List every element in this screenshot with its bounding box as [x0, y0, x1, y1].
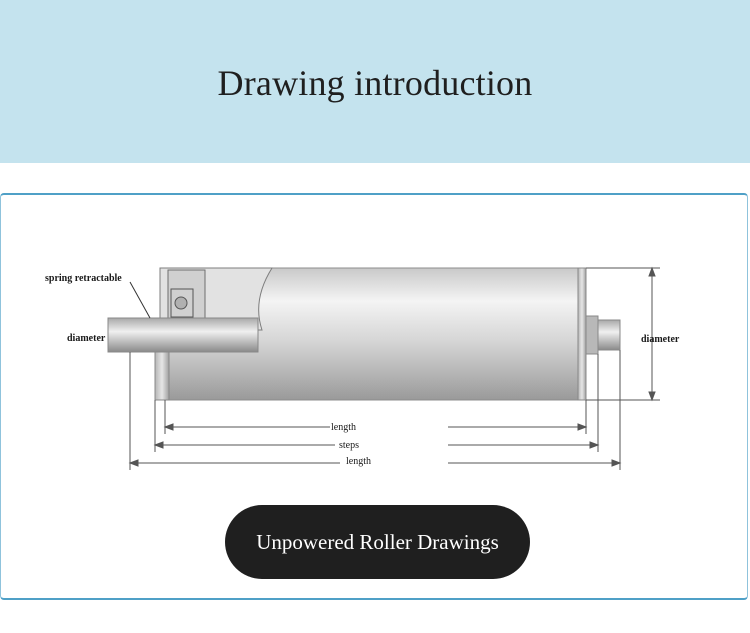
page-title: Drawing introduction: [217, 63, 533, 103]
bearing-ball: [174, 296, 188, 310]
label-spring-retractable: spring retractable: [45, 273, 122, 284]
right-shaft: [585, 315, 599, 355]
label-steps: steps: [339, 440, 359, 451]
left-shaft: [107, 317, 259, 353]
label-diameter-left: diameter: [67, 333, 106, 344]
right-end-cap: [577, 267, 587, 401]
spring-leader-line: [129, 281, 151, 319]
label-diameter-right: diameter: [641, 334, 680, 345]
right-shaft-tip: [597, 319, 621, 351]
bearing-ring: [170, 288, 194, 318]
label-length-inner: length: [331, 422, 356, 433]
label-length-outer: length: [346, 456, 371, 467]
unpowered-roller-drawings-button[interactable]: Unpowered Roller Drawings: [225, 505, 530, 579]
header-banner: Drawing introduction: [0, 0, 750, 163]
